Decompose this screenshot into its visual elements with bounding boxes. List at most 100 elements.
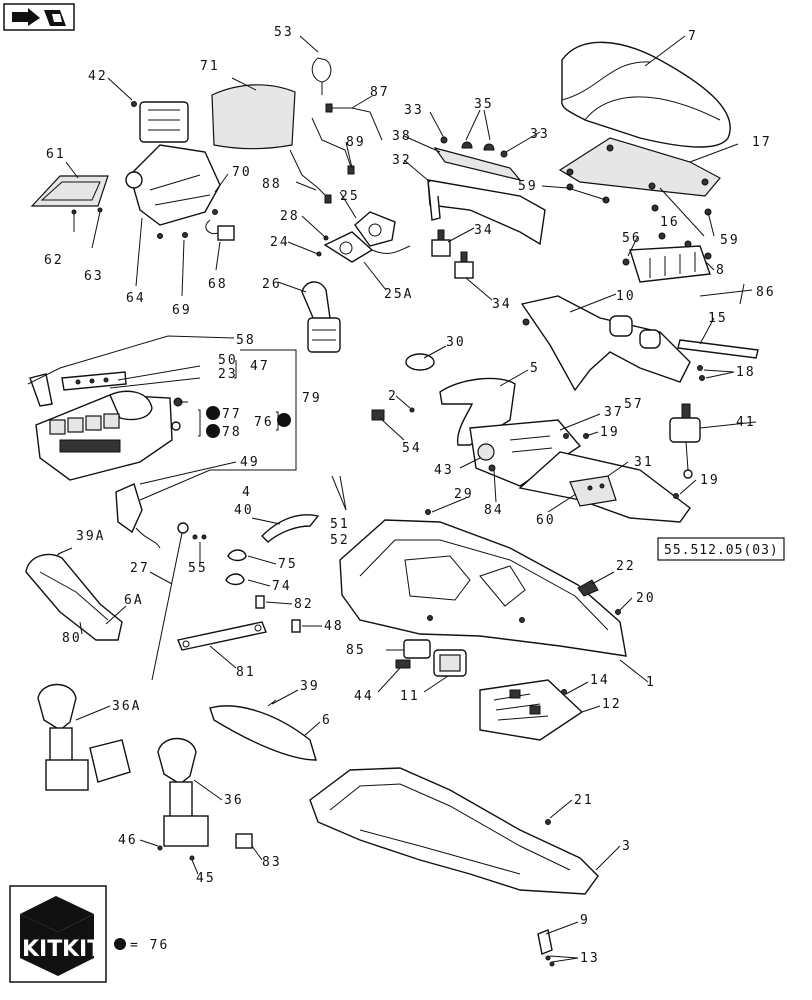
- label-6a: 6A: [124, 593, 144, 608]
- connector-block-part-8: [629, 245, 711, 283]
- label-25a: 25A: [384, 287, 413, 302]
- mounting-plate-part-17: [558, 137, 721, 197]
- label-79: 79: [302, 391, 322, 406]
- page-back-arrow-icon[interactable]: [3, 3, 75, 31]
- lens-part-61: [30, 175, 109, 215]
- label-43: 43: [434, 463, 454, 478]
- kit-word-right: KIT: [62, 937, 102, 962]
- joystick-part-26: [301, 281, 341, 353]
- label-10: 10: [616, 289, 636, 304]
- label-5: 5: [530, 361, 540, 376]
- label-54: 54: [402, 441, 422, 456]
- label-39: 39: [300, 679, 320, 694]
- bracket-part-25: [354, 211, 396, 247]
- label-86: 86: [756, 285, 776, 300]
- screw-part-20: [615, 609, 621, 615]
- label-16: 16: [660, 215, 680, 230]
- label-69: 69: [172, 303, 192, 318]
- switch-panel-part-32: [427, 179, 546, 246]
- label-63: 63: [84, 269, 104, 284]
- screw-part-45: [189, 855, 195, 861]
- label-21: 21: [574, 793, 594, 808]
- latch-part-9: [537, 929, 555, 967]
- connector-part-83: [235, 833, 253, 849]
- screw-part-82: [255, 595, 265, 609]
- display-housing-part-64: [125, 144, 221, 239]
- callout-labels: 7 17 59 59 71 53 87 42 61 70 62 63 64 69…: [44, 25, 776, 966]
- screws-part-18: [697, 365, 705, 381]
- armrest-cover-part-7: [561, 41, 731, 148]
- strap-part-53: [311, 57, 332, 95]
- label-87: 87: [370, 85, 390, 100]
- label-30: 30: [446, 335, 466, 350]
- label-13: 13: [580, 951, 600, 966]
- toggle-switch-part-34-a: [431, 229, 451, 257]
- screw-part-2: [409, 407, 415, 413]
- screw-part-57: [563, 433, 569, 439]
- screw-part-48: [291, 619, 301, 633]
- label-61: 61: [46, 147, 66, 162]
- rotary-switch-part-41: [669, 403, 701, 479]
- label-58: 58: [236, 333, 256, 348]
- label-11: 11: [400, 689, 420, 704]
- label-23: 23: [218, 367, 238, 382]
- label-22: 22: [616, 559, 636, 574]
- label-46: 46: [118, 833, 138, 848]
- label-59-a: 59: [518, 179, 538, 194]
- label-82: 82: [294, 597, 314, 612]
- label-70: 70: [232, 165, 252, 180]
- label-14: 14: [590, 673, 610, 688]
- label-26: 26: [262, 277, 282, 292]
- label-33-b: 33: [530, 127, 550, 142]
- label-49: 49: [240, 455, 260, 470]
- label-84: 84: [484, 503, 504, 518]
- label-75: 75: [278, 557, 298, 572]
- label-12: 12: [602, 697, 622, 712]
- screws-part-55: [192, 534, 207, 540]
- label-55: 55: [188, 561, 208, 576]
- label-31: 31: [634, 455, 654, 470]
- label-78: 78: [222, 425, 242, 440]
- label-15: 15: [708, 311, 728, 326]
- wire-harness-parts-87-88-89: [289, 103, 383, 204]
- switch-console-part-58: [35, 390, 173, 481]
- trim-part-40: [261, 514, 320, 543]
- switch-strip-parts-50-23: [61, 371, 127, 391]
- connector-part-68: [205, 219, 235, 241]
- kit-legend: KIT KIT = 76: [9, 885, 167, 983]
- cross-reference-box[interactable]: 55.512.05(03): [657, 537, 785, 561]
- label-57: 57: [624, 397, 644, 412]
- bracket-part-58-small: [29, 373, 53, 407]
- label-37: 37: [604, 405, 624, 420]
- kit-dot-icon: [114, 938, 126, 950]
- washer-part-30: [405, 353, 435, 371]
- label-35: 35: [474, 97, 494, 112]
- label-77: 77: [222, 407, 242, 422]
- toggle-switch-part-34-b: [454, 251, 474, 279]
- label-33-a: 33: [404, 103, 424, 118]
- cable-ties-parts-51-52: [331, 475, 347, 511]
- bezel-part-11: [433, 649, 467, 677]
- label-4: 4: [242, 485, 252, 500]
- label-76: 76: [254, 415, 274, 430]
- clip-part-39: [267, 699, 277, 707]
- panel-plate-part-38: [433, 146, 522, 182]
- joystick-assembly-part-36: [157, 737, 209, 847]
- label-6: 6: [322, 713, 332, 728]
- label-74: 74: [272, 579, 292, 594]
- label-59-b: 59: [720, 233, 740, 248]
- knob-part-75: [227, 549, 247, 562]
- mount-bracket-part-42: [131, 101, 189, 143]
- label-40: 40: [234, 503, 254, 518]
- label-8: 8: [716, 263, 726, 278]
- label-68: 68: [208, 277, 228, 292]
- label-34-a: 34: [474, 223, 494, 238]
- label-7: 7: [688, 29, 698, 44]
- label-47: 47: [250, 359, 270, 374]
- label-29: 29: [454, 487, 474, 502]
- label-51: 51: [330, 517, 350, 532]
- fasteners-part-16: [658, 232, 712, 260]
- kit-markers-77-78: [171, 397, 291, 438]
